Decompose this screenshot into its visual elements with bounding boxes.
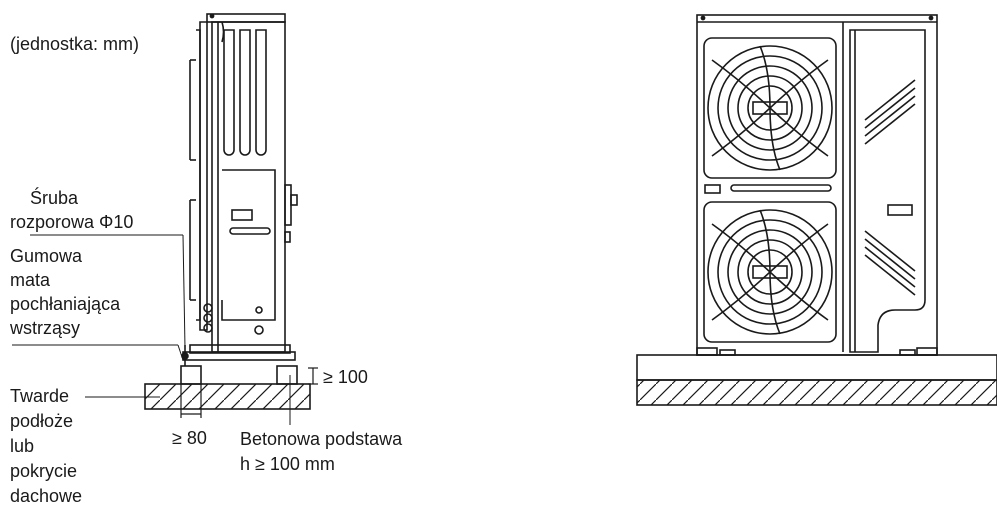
ground-label-line2: podłoże [10,411,74,431]
ground-label-line5: dachowe [10,486,83,506]
louvres-bottom [864,230,916,296]
units-note: (jednostka: mm) [10,34,140,54]
ground-label-line1: Twarde [10,386,70,406]
mat-label-line4: wstrząsy [10,318,81,338]
ground-label-line3: lub [10,436,35,456]
bolt-label-line2: rozporowa Φ10 [10,212,134,232]
mat-label-line3: pochłaniająca [10,294,121,314]
base-label-line1: Betonowa podstawa [240,429,403,449]
front-view [636,14,997,406]
louvres-top [864,79,916,145]
side-view [12,13,318,425]
mat-label-line2: mata [10,270,51,290]
base-label-line2: h ≥ 100 mm [240,454,335,474]
fan-bottom [703,201,837,343]
height-dimension-label: ≥ 100 [323,367,368,387]
width-dimension-label: ≥ 80 [172,428,207,448]
fan-top [703,37,837,179]
ground-label-line4: pokrycie [10,461,78,481]
bolt-label-line1: Śruba [30,188,79,208]
mat-label-line1: Gumowa [10,246,83,266]
